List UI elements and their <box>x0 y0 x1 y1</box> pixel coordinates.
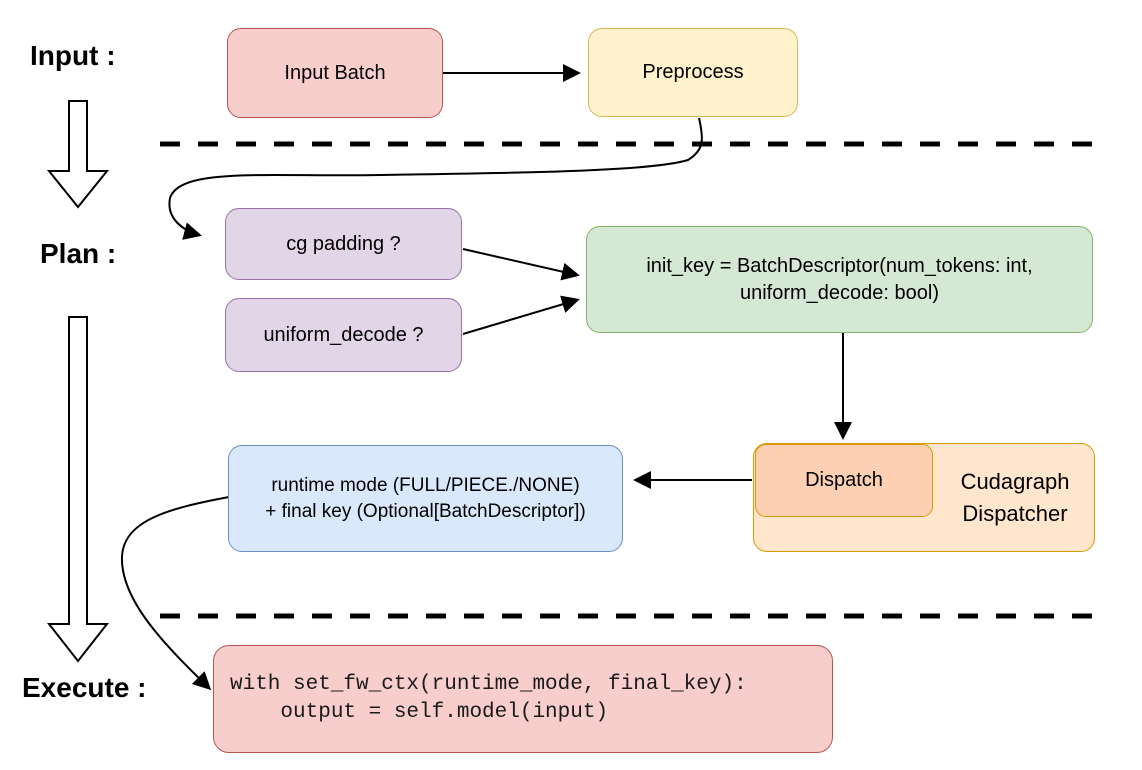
input-batch-label: Input Batch <box>284 61 386 84</box>
plan-section-label: Plan : <box>40 238 117 269</box>
dispatch-label: Dispatch <box>805 469 883 492</box>
input-section-label: Input : <box>30 40 116 71</box>
execute-section-label: Execute : <box>22 672 147 703</box>
cudagraph-dispatcher-label: Cudagraph Dispatcher <box>936 444 1094 551</box>
node-execute-code: with set_fw_ctx(runtime_mode, final_key)… <box>213 645 833 753</box>
preprocess-label: Preprocess <box>642 61 744 84</box>
node-dispatch: Dispatch <box>755 444 933 517</box>
arrow-cg-padding-to-init-key <box>462 248 580 281</box>
cudagraph-line1: Cudagraph <box>960 468 1070 494</box>
node-init-key: init_key = BatchDescriptor(num_tokens: i… <box>586 226 1093 333</box>
execute-code-line2: output = self.model(input) <box>230 701 609 724</box>
arrow-uniform-decode-to-init-key <box>462 295 580 335</box>
node-cg-padding: cg padding ? <box>225 208 462 280</box>
execute-code-line1: with set_fw_ctx(runtime_mode, final_key)… <box>230 673 747 696</box>
phase-arrow-plan-to-execute <box>46 316 110 663</box>
uniform-decode-label: uniform_decode ? <box>263 323 424 346</box>
init-key-line1: init_key = BatchDescriptor(num_tokens: i… <box>646 255 1033 278</box>
runtime-line1: runtime mode (FULL/PIECE./NONE) <box>271 475 580 497</box>
node-uniform-decode: uniform_decode ? <box>225 298 462 372</box>
node-runtime-mode: runtime mode (FULL/PIECE./NONE) + final … <box>228 445 623 552</box>
runtime-line2: + final key (Optional[BatchDescriptor]) <box>265 500 586 522</box>
cg-padding-label: cg padding ? <box>286 232 401 255</box>
phase-arrow-input-to-plan <box>46 100 110 209</box>
node-preprocess: Preprocess <box>588 28 798 117</box>
init-key-line2: uniform_decode: bool) <box>739 281 939 304</box>
node-input-batch: Input Batch <box>227 28 443 118</box>
cudagraph-line2: Dispatcher <box>962 500 1068 526</box>
